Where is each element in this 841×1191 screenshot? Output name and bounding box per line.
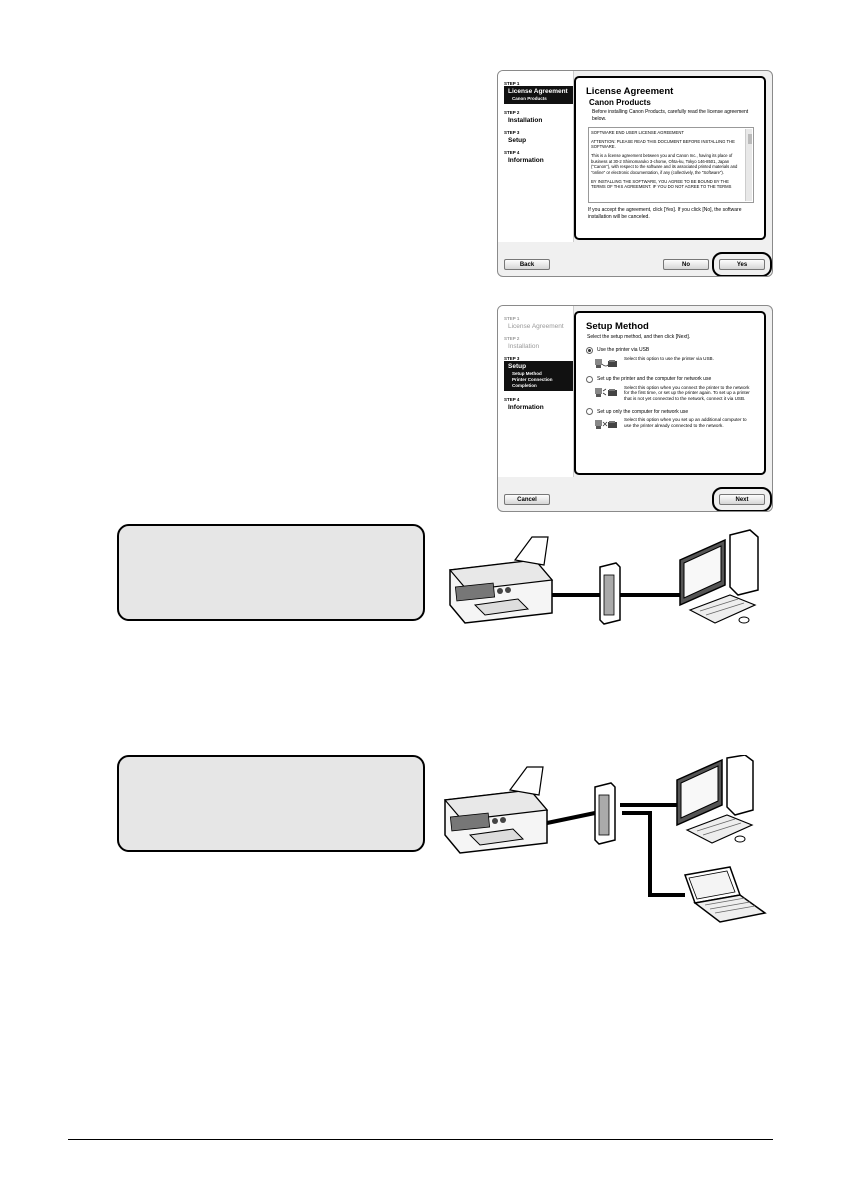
no-button[interactable]: No bbox=[663, 259, 709, 270]
setup-panel: Setup Method Select the setup method, an… bbox=[574, 311, 766, 475]
license-title: License Agreement bbox=[586, 86, 674, 97]
scroll-thumb[interactable] bbox=[748, 134, 752, 144]
step-3-sub-3: Completion bbox=[512, 383, 537, 388]
network-setup-icon bbox=[595, 387, 617, 397]
button-bar: Back No Yes bbox=[498, 242, 772, 276]
printer-router-desktop-icon bbox=[448, 529, 759, 625]
license-paragraph: BY INSTALLING THE SOFTWARE, YOU AGREE TO… bbox=[591, 178, 732, 190]
footer-rule bbox=[68, 1139, 773, 1140]
step-1-name: License Agreement bbox=[508, 323, 564, 330]
step-3-sub-1: Setup Method bbox=[512, 371, 542, 376]
laptop-icon bbox=[683, 866, 767, 923]
option-usb-desc: Select this option to use the printer vi… bbox=[624, 355, 714, 361]
step-3-label: STEP 3 bbox=[504, 356, 520, 361]
step-1-sub: Canon Products bbox=[512, 96, 547, 101]
setup-intro: Select the setup method, and then click … bbox=[587, 334, 691, 340]
desktop-icon bbox=[679, 529, 759, 624]
printer-icon bbox=[448, 536, 554, 624]
option-network-setup[interactable]: Set up the printer and the computer for … bbox=[586, 375, 754, 403]
printer-router-desktop-laptop-icon bbox=[443, 755, 767, 923]
option-network-setup-desc: Select this option when you connect the … bbox=[624, 384, 750, 402]
step-4-label: STEP 4 bbox=[504, 150, 520, 155]
step-3-label: STEP 3 bbox=[504, 130, 520, 135]
license-panel: License Agreement Canon Products Before … bbox=[574, 76, 766, 240]
step-4-name: Information bbox=[508, 157, 544, 164]
yes-button[interactable]: Yes bbox=[719, 259, 765, 270]
usb-connection-icon bbox=[595, 358, 617, 368]
step-4-label: STEP 4 bbox=[504, 397, 520, 402]
step-2-name: Installation bbox=[508, 117, 543, 124]
step-1-name: License Agreement bbox=[508, 88, 568, 95]
license-text-box[interactable]: SOFTWARE END USER LICENSE AGREEMENT ATTE… bbox=[588, 127, 754, 203]
radio-computer-only[interactable] bbox=[586, 408, 593, 416]
printer-icon bbox=[443, 766, 549, 854]
step-2-label: STEP 2 bbox=[504, 110, 520, 115]
step-3-name: Setup bbox=[508, 363, 527, 370]
license-intro: Before installing Canon Products, carefu… bbox=[592, 109, 749, 122]
step-2-label: STEP 2 bbox=[504, 336, 520, 341]
step-1-label: STEP 1 bbox=[504, 316, 520, 321]
desktop-icon bbox=[676, 755, 754, 844]
steps-sidebar: STEP 1 License Agreement STEP 2 Installa… bbox=[498, 306, 574, 477]
step-setup-active: Setup Setup Method Printer Connection Co… bbox=[504, 361, 573, 391]
license-subtitle: Canon Products bbox=[589, 98, 651, 107]
steps-sidebar: STEP 1 License Agreement Canon Products … bbox=[498, 71, 574, 242]
option-computer-only-desc: Select this option when you set up an ad… bbox=[624, 417, 747, 429]
option-usb-label: Use the printer via USB bbox=[597, 347, 650, 353]
option-usb[interactable]: Use the printer via USB Select this opti… bbox=[586, 346, 754, 370]
router-icon bbox=[599, 562, 621, 625]
cancel-button[interactable]: Cancel bbox=[504, 494, 550, 505]
license-paragraph: This is a license agreement between you … bbox=[591, 153, 738, 176]
option-network-setup-label: Set up the printer and the computer for … bbox=[597, 376, 712, 382]
step-4-name: Information bbox=[508, 404, 544, 411]
license-scrollbar[interactable] bbox=[745, 129, 752, 201]
setup-title: Setup Method bbox=[586, 321, 649, 332]
option-computer-only[interactable]: Set up only the computer for network use… bbox=[586, 408, 754, 431]
step-3-sub-2: Printer Connection bbox=[512, 377, 553, 382]
accept-note: If you accept the agreement, click [Yes]… bbox=[588, 207, 742, 220]
radio-usb[interactable] bbox=[586, 346, 593, 354]
note-box-2 bbox=[117, 755, 425, 852]
note-box-1 bbox=[117, 524, 425, 621]
step-3-name: Setup bbox=[508, 137, 527, 144]
yes-highlight-ring bbox=[712, 252, 772, 276]
back-button[interactable]: Back bbox=[504, 259, 550, 270]
router-icon bbox=[594, 782, 616, 845]
step-license-agreement-active: License Agreement Canon Products bbox=[504, 86, 573, 104]
next-button[interactable]: Next bbox=[719, 494, 765, 505]
step-1-label: STEP 1 bbox=[504, 81, 520, 86]
network-computer-icon bbox=[595, 420, 617, 430]
radio-network-setup[interactable] bbox=[586, 375, 593, 383]
next-highlight-ring bbox=[712, 487, 772, 511]
setup-method-screenshot: STEP 1 License Agreement STEP 2 Installa… bbox=[497, 305, 773, 512]
button-bar: Cancel Next bbox=[498, 477, 772, 511]
license-paragraph: SOFTWARE END USER LICENSE AGREEMENT bbox=[591, 130, 684, 135]
option-computer-only-label: Set up only the computer for network use bbox=[597, 408, 689, 415]
license-agreement-screenshot: STEP 1 License Agreement Canon Products … bbox=[497, 70, 773, 277]
step-2-name: Installation bbox=[508, 343, 540, 350]
license-paragraph: ATTENTION: PLEASE READ THIS DOCUMENT BEF… bbox=[591, 138, 735, 150]
